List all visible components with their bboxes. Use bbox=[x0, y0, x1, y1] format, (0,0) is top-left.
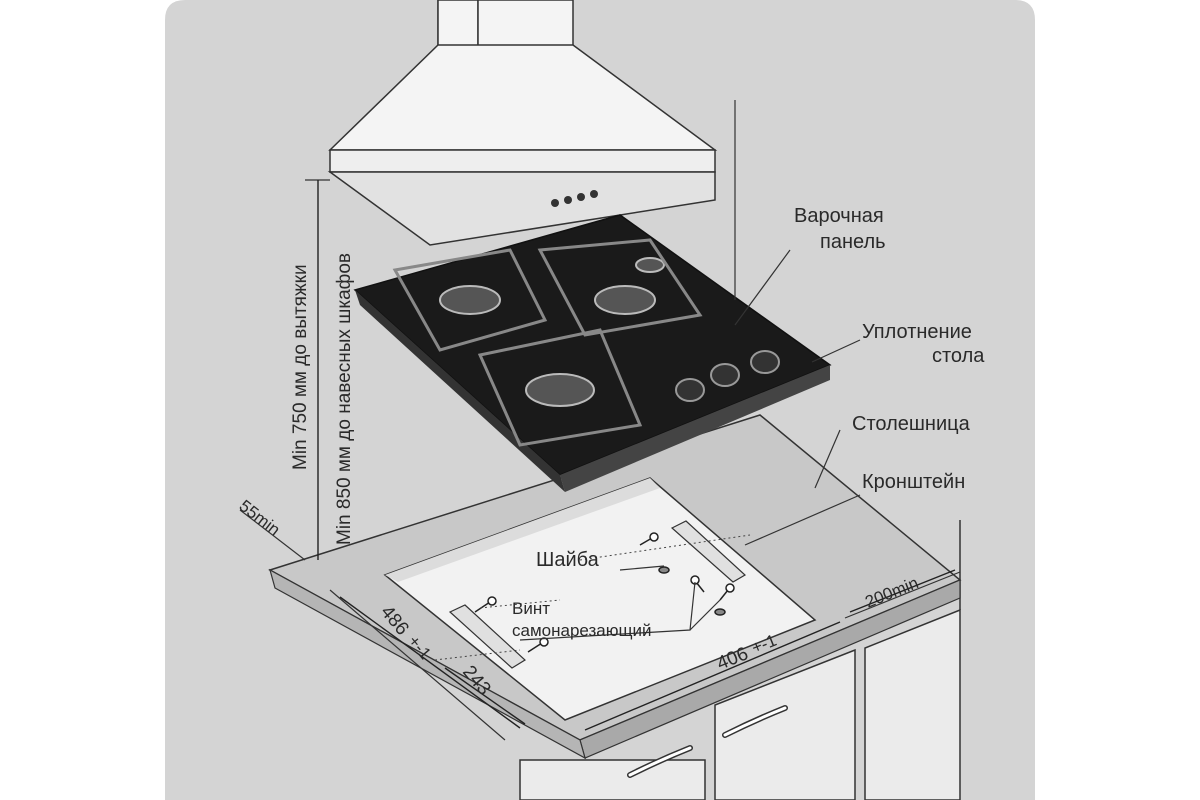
gas-hob bbox=[353, 214, 832, 492]
seal-label-line2: стола bbox=[932, 345, 985, 367]
callout-leaders bbox=[434, 100, 861, 661]
bracket-label: Кронштейн bbox=[862, 471, 965, 493]
seal-label-line1: Уплотнение bbox=[862, 321, 972, 343]
bracket-left bbox=[448, 604, 526, 669]
burner-icon bbox=[439, 257, 665, 407]
washer-label: Шайба bbox=[536, 549, 600, 571]
hood-button bbox=[590, 190, 598, 198]
hob-label-line1: Варочная bbox=[794, 205, 884, 227]
cabinet-clearance-label: Min 850 мм до навесных шкафов bbox=[334, 253, 355, 545]
hood-button bbox=[551, 199, 559, 207]
countertop-cutout bbox=[383, 477, 817, 721]
screw-label-line2: самонарезающий bbox=[512, 621, 651, 640]
mounting-brackets bbox=[448, 520, 747, 669]
range-hood bbox=[327, 0, 718, 246]
hood-button bbox=[564, 196, 572, 204]
base-cabinets bbox=[519, 520, 961, 800]
hob-label-line2: панель bbox=[820, 231, 886, 253]
bracket-right bbox=[670, 520, 747, 583]
countertop-label: Столешница bbox=[852, 413, 971, 435]
hood-clearance-label: Min 750 мм до вытяжки bbox=[290, 264, 311, 470]
screw-label-line1: Винт bbox=[512, 599, 550, 618]
hood-button bbox=[577, 193, 585, 201]
cabinet-handle bbox=[628, 746, 692, 777]
dimension-lines bbox=[239, 0, 961, 741]
pan-support-grate bbox=[392, 238, 703, 447]
screw-icon bbox=[474, 532, 735, 653]
control-knob bbox=[675, 350, 780, 402]
